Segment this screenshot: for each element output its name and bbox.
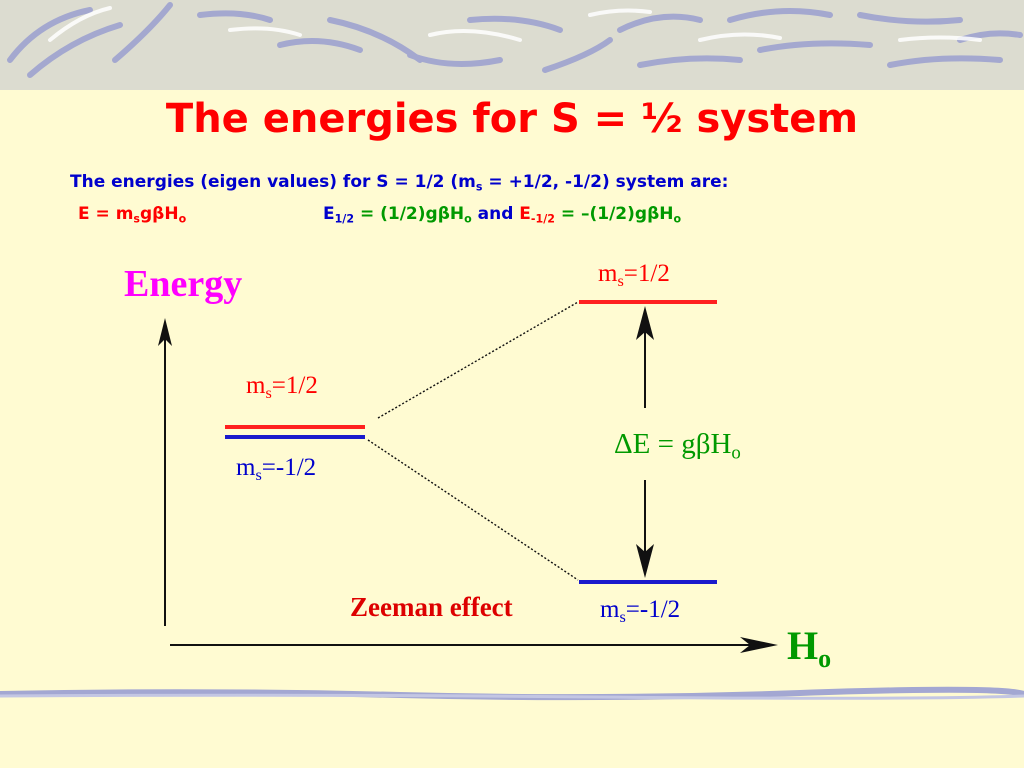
delta-arrow-upper-head xyxy=(636,306,654,340)
ms-prefix: m xyxy=(600,596,620,623)
formula-sub-s: s xyxy=(133,212,140,226)
connector-lower xyxy=(367,439,579,581)
label-split-upper: ms=1/2 xyxy=(598,260,670,290)
energy-values: E1/2 = (1/2)gβHo and E-1/2 = –(1/2)gβHo xyxy=(323,204,681,224)
ms-sub: s xyxy=(617,271,624,290)
intro-sub: s xyxy=(475,180,483,194)
connector-upper xyxy=(377,301,579,419)
label-split-lower: ms=-1/2 xyxy=(600,596,681,626)
ms-prefix: m xyxy=(598,260,618,287)
ms-sub: s xyxy=(265,383,272,402)
formula-mid: gβH xyxy=(140,204,179,224)
x-axis-arrowhead xyxy=(740,637,778,653)
x-axis-label-sub: o xyxy=(818,643,832,673)
e-plus-sub: 1/2 xyxy=(334,212,355,226)
e-minus-sub: -1/2 xyxy=(530,212,555,226)
e-minus-value-sub: o xyxy=(673,212,682,226)
splitting-text: ΔE = gβH xyxy=(614,428,732,460)
ms-sub: s xyxy=(255,465,262,484)
formula-prefix: E = m xyxy=(78,204,134,224)
e-plus-symbol: E xyxy=(323,204,335,224)
y-axis-arrowhead xyxy=(158,318,172,346)
decorative-header-band xyxy=(0,0,1024,90)
decorative-footer-stroke xyxy=(0,686,1024,701)
label-degenerate-upper: ms=1/2 xyxy=(246,372,318,402)
intro-text: The energies (eigen values) for S = 1/2 … xyxy=(70,172,476,192)
and-word: and xyxy=(471,204,520,224)
e-minus-value: = –(1/2)gβH xyxy=(554,204,674,224)
ms-value: =-1/2 xyxy=(625,596,681,623)
ms-value: =-1/2 xyxy=(261,454,317,481)
e-minus-symbol: E xyxy=(519,204,531,224)
y-axis-label: Energy xyxy=(124,263,243,305)
e-plus-value-sub: o xyxy=(464,212,472,226)
x-axis-label: Ho xyxy=(787,622,831,671)
label-degenerate-lower: ms=-1/2 xyxy=(236,454,317,484)
splitting-label: ΔE = gβHo xyxy=(614,428,741,464)
x-axis-label-text: H xyxy=(787,623,819,668)
e-plus-value: = (1/2)gβH xyxy=(354,204,465,224)
ms-value: =1/2 xyxy=(271,372,318,399)
intro-line: The energies (eigen values) for S = 1/2 … xyxy=(70,172,728,192)
energy-formula: E = msgβHo xyxy=(78,204,186,224)
formula-sub-o: o xyxy=(178,212,187,226)
intro-tail: = +1/2, -1/2) system are: xyxy=(482,172,729,192)
ms-sub: s xyxy=(619,607,626,626)
delta-arrow-lower-head xyxy=(636,544,654,578)
ms-value: =1/2 xyxy=(623,260,670,287)
ms-prefix: m xyxy=(236,454,256,481)
slide-title: The energies for S = ½ system xyxy=(165,96,859,142)
zeeman-caption: Zeeman effect xyxy=(350,592,513,622)
splitting-sub: o xyxy=(731,442,741,464)
ms-prefix: m xyxy=(246,372,266,399)
